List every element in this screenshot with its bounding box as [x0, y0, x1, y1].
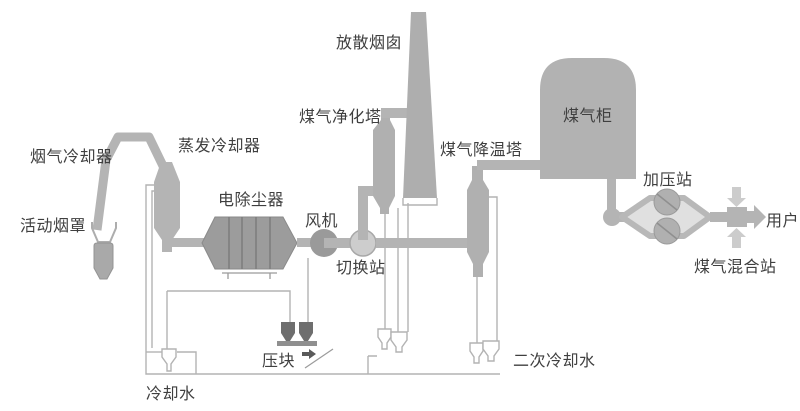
pipe-tower-to-stack	[381, 108, 409, 118]
arrow-to-user	[747, 205, 766, 229]
briquette-leader-line	[304, 348, 334, 369]
bottom-drain-pipe	[145, 352, 500, 375]
label-user: 用户	[766, 211, 800, 230]
water-seal-funnel-left	[161, 348, 177, 372]
briquetting-hoppers	[277, 322, 334, 369]
esp-support	[222, 272, 277, 279]
flue-gas-cooler-duct	[92, 132, 169, 231]
cooling-water-lines	[145, 184, 500, 375]
water-seal-pot-1b	[390, 331, 408, 353]
mixer-block	[727, 207, 747, 227]
hopper-2	[299, 322, 313, 341]
esp-unit	[201, 216, 298, 279]
label-evaporative-cooler: 蒸发冷却器	[178, 136, 261, 155]
pipe-switch-elbow	[358, 186, 377, 196]
esp-drain-line-1	[167, 290, 291, 322]
pipe-fan-to-switch	[324, 238, 364, 248]
vent-stack-shape	[403, 12, 437, 198]
converter-vessel	[93, 242, 114, 280]
label-gas-cooling-tower: 煤气降温塔	[440, 140, 523, 159]
seal-pot-step-1	[367, 355, 377, 374]
stack-base-outline	[402, 198, 438, 206]
gas-cooling-tower-vessel	[467, 166, 489, 277]
briquette-arrow	[302, 349, 316, 359]
water-seal-pot-2b	[482, 340, 500, 362]
trough-shelf-right	[177, 351, 197, 374]
water-seal-pot-1a	[377, 328, 392, 350]
hopper-bar	[277, 341, 317, 346]
label-flue-gas-cooler: 烟气冷却器	[30, 147, 113, 166]
gas-mixing-junction	[727, 187, 766, 248]
label-gas-holder: 煤气柜	[563, 106, 613, 125]
movable-hood-skirt	[91, 222, 117, 243]
label-movable-hood: 活动烟罩	[20, 216, 87, 235]
label-cooling-water: 冷却水	[146, 384, 196, 403]
esp-vessel	[201, 216, 298, 270]
arrow-mixing-down	[727, 187, 746, 207]
esp-field-dividers	[228, 217, 271, 269]
label-gas-purification-tower: 煤气净化塔	[299, 107, 382, 126]
pipe-cooler-to-esp	[166, 238, 206, 247]
label-secondary-cooling-water: 二次冷却水	[513, 351, 596, 370]
label-pressurizing-station: 加压站	[643, 170, 693, 189]
label-vent-stack: 放散烟囱	[336, 33, 403, 52]
pipe-switch-to-tower	[358, 190, 368, 240]
arrow-mixing-up	[727, 228, 746, 248]
pipe-esp-to-fan	[297, 238, 311, 247]
holder-outlet-pipe	[607, 179, 616, 212]
pipe-switch-to-cooling-tower	[376, 238, 468, 248]
pressurizing-station	[619, 188, 713, 245]
pipe-cooling-tower-to-holder	[477, 160, 540, 170]
cooling-water-line-left-outer	[145, 184, 157, 352]
blower-blade-bottom	[656, 222, 678, 240]
label-fan: 风机	[305, 211, 339, 230]
label-esp: 电除尘器	[218, 190, 285, 209]
hopper-1	[281, 322, 295, 341]
label-switch-station: 切换站	[336, 258, 386, 277]
evaporative-cooler-vessel	[154, 162, 180, 252]
pipe-booster-to-mixer	[710, 212, 728, 222]
gas-holder-tank	[540, 58, 636, 179]
water-seal-pot-2a	[469, 342, 484, 364]
label-briquetting: 压块	[262, 351, 296, 370]
blower-blade-top	[656, 193, 678, 211]
gas-purification-tower-vessel	[373, 108, 395, 214]
label-gas-mixing-station: 煤气混合站	[694, 257, 777, 276]
